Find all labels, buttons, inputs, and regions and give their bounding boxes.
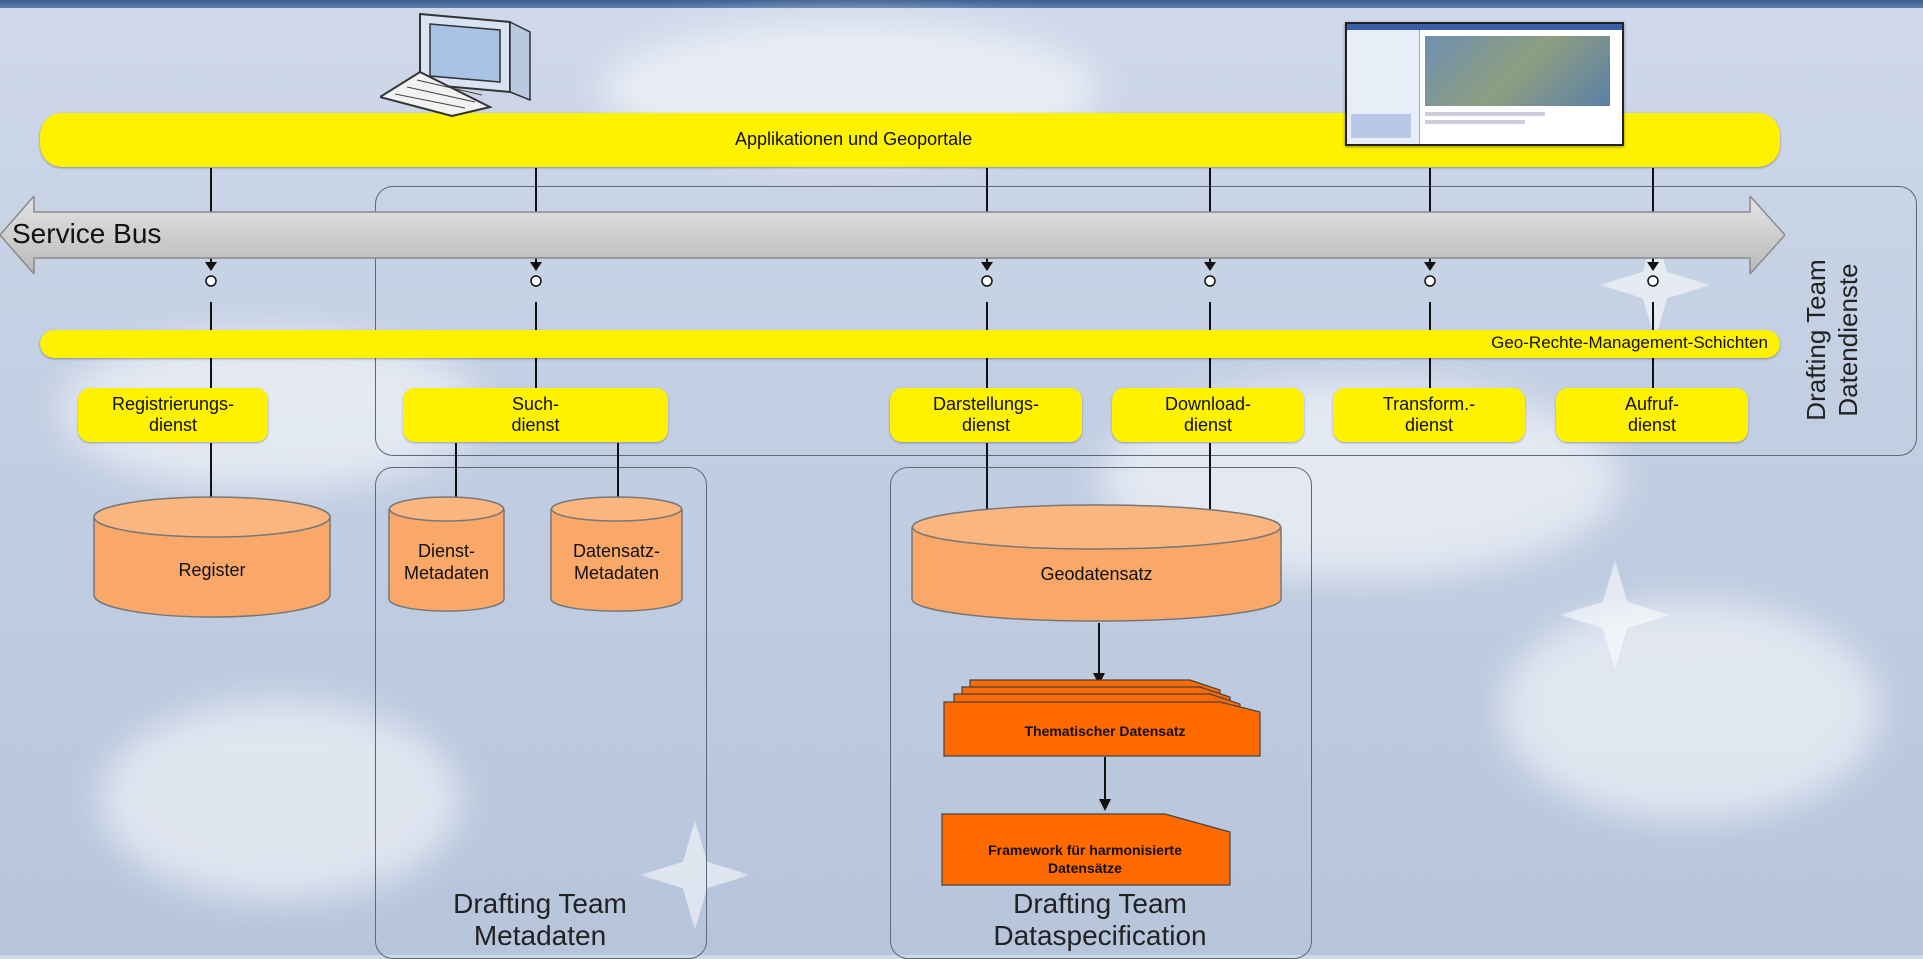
service-line-1: Darstellungs-	[932, 394, 1040, 414]
service-line-1: Download-	[1164, 394, 1252, 414]
thematic-datasets-stack: Thematischer Datensatz	[940, 678, 1270, 758]
service-aufrufdienst: Aufruf- dienst	[1556, 388, 1748, 442]
dienst-metadaten-line-2: Metadaten	[403, 563, 490, 583]
service-line-1: Aufruf-	[1624, 394, 1680, 414]
window-titlebar	[1347, 24, 1622, 30]
team-line-2: Dataspecification	[993, 920, 1207, 951]
connector-line	[1209, 443, 1211, 530]
interface-connector-icon	[1204, 262, 1216, 287]
connector-line	[210, 443, 212, 518]
connector-line	[617, 443, 619, 513]
team-line-1: Drafting Team	[1801, 259, 1831, 421]
interface-connector-icon	[1647, 262, 1659, 287]
team-dataspecification-label: Drafting Team Dataspecification	[890, 888, 1310, 952]
connector-line	[455, 443, 457, 513]
service-bus-label: Service Bus	[12, 218, 162, 249]
service-line-1: Such-	[511, 394, 560, 414]
down-arrow-icon	[1099, 757, 1111, 811]
team-line-1: Drafting Team	[1013, 888, 1187, 919]
geoportal-screenshot-image	[1345, 22, 1624, 146]
service-line-2: dienst	[1627, 415, 1677, 435]
datendienste-frame	[375, 186, 1917, 456]
top-strip	[0, 0, 1923, 8]
service-bus-arrow	[0, 196, 1785, 274]
text-line	[1425, 112, 1545, 116]
datensatz-metadaten-line-2: Metadaten	[573, 563, 660, 583]
service-line-2: dienst	[511, 415, 560, 435]
thematic-dataset-label: Thematischer Datensatz	[1024, 723, 1186, 739]
rights-management-band: Geo-Rechte-Management-Schichten	[40, 330, 1780, 358]
service-line-1: Transform.-	[1382, 394, 1476, 414]
team-line-2: Datendienste	[1833, 263, 1863, 417]
register-database: Register	[92, 495, 332, 620]
team-line-1: Drafting Team	[453, 888, 627, 919]
document-stack-icon	[943, 679, 1261, 757]
interface-connector-icon	[981, 262, 993, 287]
service-line-2: dienst	[961, 415, 1011, 435]
register-label: Register	[178, 560, 246, 580]
dienst-metadaten-database: Dienst- Metadaten	[388, 495, 505, 615]
dienst-metadaten-line-1: Dienst-	[417, 541, 475, 561]
geodatensatz-label: Geodatensatz	[1040, 564, 1153, 584]
applications-band-label: Applikationen und Geoportale	[735, 129, 973, 149]
framework-document: Framework für harmonisierte Datensätze	[940, 812, 1270, 887]
database-icon	[388, 496, 505, 612]
service-line-2: dienst	[1404, 415, 1454, 435]
mini-map	[1351, 114, 1411, 138]
text-line	[1425, 120, 1525, 124]
team-metadaten-label: Drafting Team Metadaten	[375, 888, 705, 952]
interface-connector-icon	[530, 262, 542, 287]
database-icon	[911, 504, 1282, 622]
service-darstellungsdienst: Darstellungs- dienst	[890, 388, 1082, 442]
service-line-1: Registrierungs-	[111, 394, 235, 414]
document-icon	[941, 813, 1231, 886]
service-downloaddienst: Download- dienst	[1112, 388, 1304, 442]
datensatz-metadaten-line-1: Datensatz-	[572, 541, 661, 561]
service-registrierungsdienst: Registrierungs- dienst	[78, 388, 268, 442]
service-line-2: dienst	[148, 415, 198, 435]
interface-connector-icon	[1424, 262, 1436, 287]
interface-connector-icon	[205, 262, 217, 287]
connector-line	[986, 443, 988, 530]
geodatensatz-database: Geodatensatz	[910, 503, 1283, 623]
team-datendienste-label: Drafting Team Datendienste	[1800, 240, 1923, 440]
service-line-2: dienst	[1183, 415, 1233, 435]
down-arrow-icon	[1093, 623, 1105, 685]
service-suchdienst: Such- dienst	[403, 388, 668, 442]
datensatz-metadaten-database: Datensatz- Metadaten	[550, 495, 683, 615]
map-preview	[1425, 36, 1610, 106]
team-line-2: Metadaten	[473, 920, 607, 951]
rights-management-band-label: Geo-Rechte-Management-Schichten	[1491, 333, 1768, 352]
database-icon	[550, 496, 683, 612]
framework-line-1: Framework für harmonisierte	[988, 842, 1182, 858]
computer-icon	[380, 12, 531, 117]
database-icon	[93, 496, 331, 618]
cloud	[100, 700, 460, 900]
cloud	[1500, 600, 1880, 820]
framework-line-2: Datensätze	[1048, 860, 1122, 876]
service-transformdienst: Transform.- dienst	[1333, 388, 1525, 442]
